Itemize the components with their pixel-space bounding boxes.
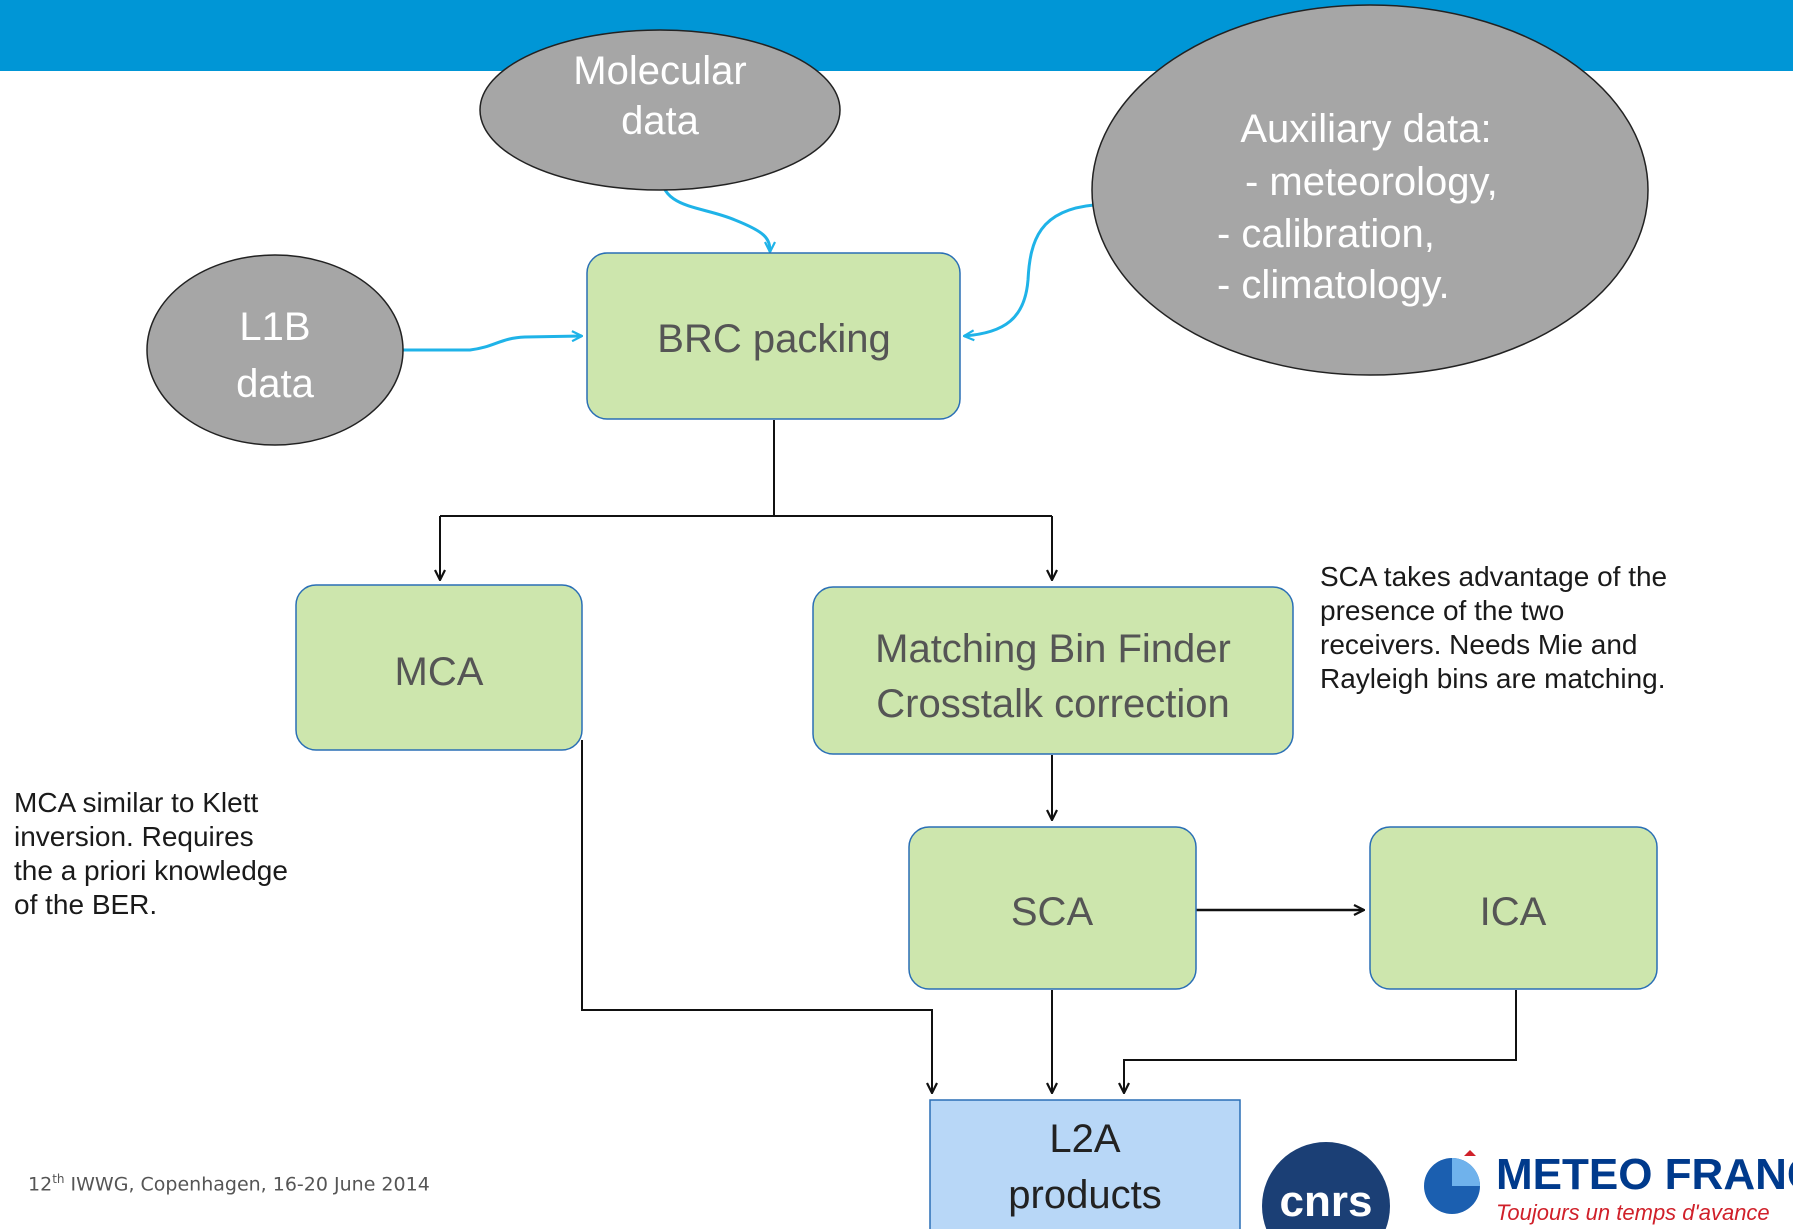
mca-box: MCA (295, 584, 583, 751)
footer-text: 12th IWWG, Copenhagen, 16-20 June 2014 (28, 1172, 430, 1195)
auxiliary-label-climatology: - climatology. (1217, 263, 1450, 307)
cnrs-logo-text: cnrs (1280, 1177, 1373, 1226)
footer-event: IWWG, Copenhagen, 16-20 June 2014 (64, 1173, 430, 1196)
sca-label: SCA (1011, 890, 1094, 934)
matching-bin-finder-box: Matching Bin Finder Crosstalk correction (812, 586, 1294, 755)
sca-note: SCA takes advantage of the presence of t… (1320, 561, 1668, 694)
footer-ordinal: 12 (28, 1173, 53, 1196)
brc-packing-box: BRC packing (586, 252, 961, 420)
mbf-label-2: Crosstalk correction (876, 682, 1229, 726)
footer-ordinal-suffix: th (52, 1172, 65, 1186)
mca-label: MCA (395, 650, 484, 694)
molecular-label-2: data (621, 99, 700, 143)
l1b-label-1: L1B (239, 305, 310, 349)
brc-packing-label: BRC packing (657, 317, 890, 361)
meteo-france-logo: METEO FRANCE Toujours un temps d'avance (1420, 1150, 1793, 1225)
auxiliary-label-meteorology: - meteorology, (1245, 160, 1498, 204)
arrow-auxiliary-to-brc (964, 203, 1095, 336)
cnrs-logo: cnrs (1262, 1142, 1390, 1229)
auxiliary-data-node: Auxiliary data: - meteorology, - calibra… (1091, 4, 1649, 376)
auxiliary-label-calibration: - calibration, (1217, 212, 1435, 256)
meteo-france-emblem-icon (1424, 1150, 1480, 1214)
auxiliary-label-title: Auxiliary data: (1240, 107, 1491, 151)
ica-box: ICA (1369, 826, 1658, 990)
ica-label: ICA (1480, 890, 1547, 934)
arrow-mca-to-l2a (581, 740, 932, 1093)
meteo-france-name: METEO FRANCE (1496, 1150, 1793, 1199)
molecular-label-1: Molecular (573, 49, 746, 93)
l2a-label-1: L2A (1049, 1117, 1120, 1161)
arrow-molecular-to-brc (658, 169, 770, 252)
meteo-france-tagline: Toujours un temps d'avance (1496, 1200, 1770, 1225)
l2a-products-box: L2A products (929, 1099, 1241, 1229)
mca-note: MCA similar to Klett inversion. Requires… (14, 787, 288, 920)
sca-box: SCA (908, 826, 1197, 990)
l2a-label-2: products (1008, 1173, 1161, 1217)
arrow-ica-to-l2a (1124, 990, 1517, 1093)
l1b-label-2: data (236, 362, 315, 406)
arrow-l1b-to-brc (402, 336, 582, 352)
l1b-data-node: L1B data (146, 254, 404, 446)
molecular-data-node: Molecular data (479, 29, 841, 191)
mbf-label-1: Matching Bin Finder (875, 627, 1231, 671)
arrow-brc-split (440, 420, 1052, 517)
